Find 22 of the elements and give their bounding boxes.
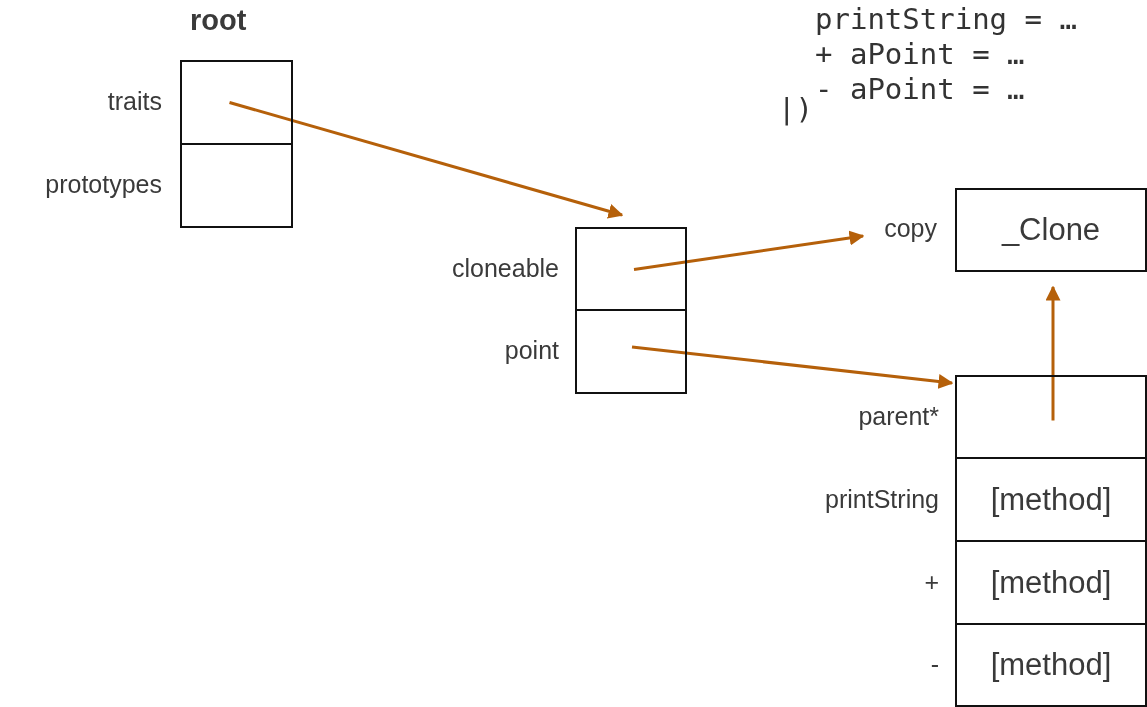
- slot-label: point: [504, 336, 559, 365]
- code-line: printString = …: [815, 2, 1077, 36]
- code-line: - aPoint = …: [815, 72, 1025, 106]
- pointer-arrow: [633, 230, 865, 271]
- pointer-arrow: [631, 345, 954, 389]
- slot-label: +: [924, 567, 939, 597]
- slot-label: prototypes: [45, 169, 162, 199]
- object-title: root: [190, 4, 247, 37]
- slot-label: -: [930, 649, 939, 679]
- slot-value: [method]: [990, 647, 1112, 683]
- slot-label: copy: [884, 214, 937, 243]
- pointer-arrow: [229, 101, 624, 219]
- slot-value: _Clone: [1001, 212, 1101, 248]
- slot-label: traits: [107, 86, 162, 116]
- slot-label: parent*: [858, 401, 939, 431]
- slot-value: [method]: [990, 564, 1112, 601]
- code-line: + aPoint = …: [815, 37, 1025, 71]
- code-line: |): [778, 92, 813, 126]
- slot-label: printString: [825, 484, 939, 514]
- pointer-arrow: [1045, 285, 1061, 421]
- slot-value: [method]: [990, 481, 1112, 518]
- slot-label: cloneable: [451, 253, 559, 283]
